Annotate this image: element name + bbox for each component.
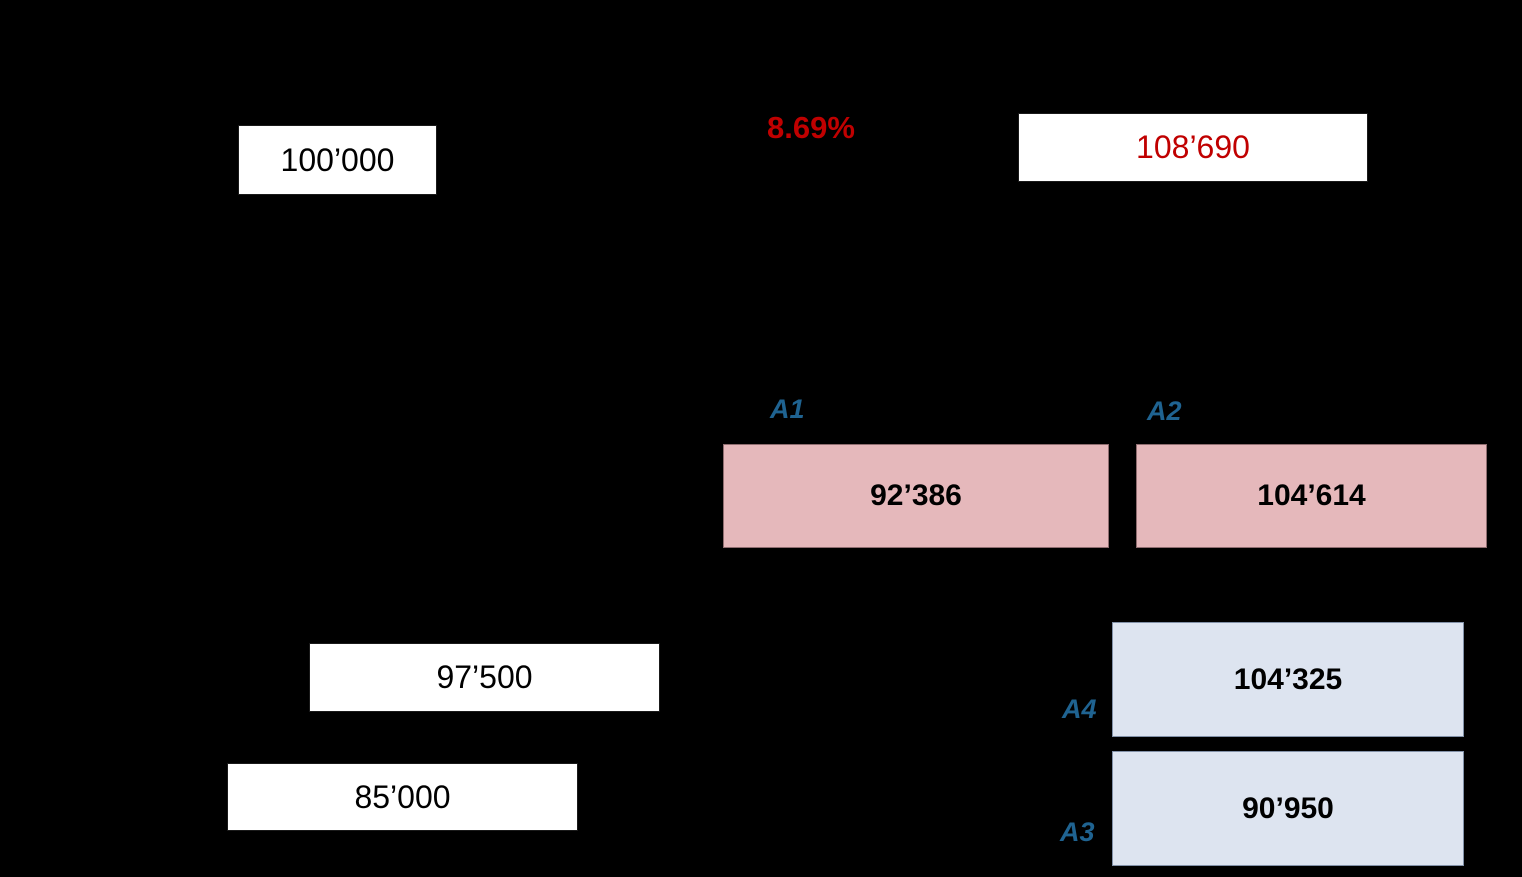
a3-label: A3 — [1060, 817, 1095, 847]
initial-value-box: 100’000 — [238, 125, 437, 195]
low-value-box: 85’000 — [227, 763, 578, 831]
a2-label: A2 — [1147, 396, 1182, 426]
a4-value-box: 104’325 — [1112, 622, 1464, 737]
result-value-box: 108’690 — [1018, 113, 1368, 182]
a2-value-box: 104’614 — [1136, 444, 1487, 548]
a3-value-box: 90’950 — [1112, 751, 1464, 866]
a1-label: A1 — [770, 394, 805, 424]
growth-rate-label: 8.69% — [767, 110, 855, 145]
a1-value-box: 92’386 — [723, 444, 1109, 548]
mid-value-box: 97’500 — [309, 643, 660, 712]
a4-label: A4 — [1062, 694, 1097, 724]
